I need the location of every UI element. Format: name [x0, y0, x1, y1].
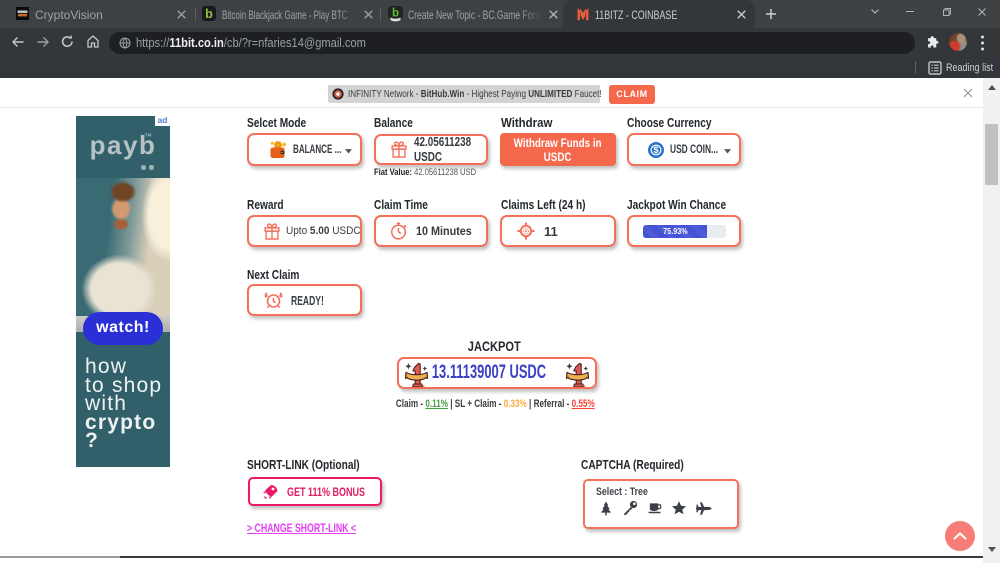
- svg-text:$: $: [653, 145, 658, 155]
- svg-text:b: b: [205, 7, 213, 21]
- svg-text:b: b: [392, 8, 399, 20]
